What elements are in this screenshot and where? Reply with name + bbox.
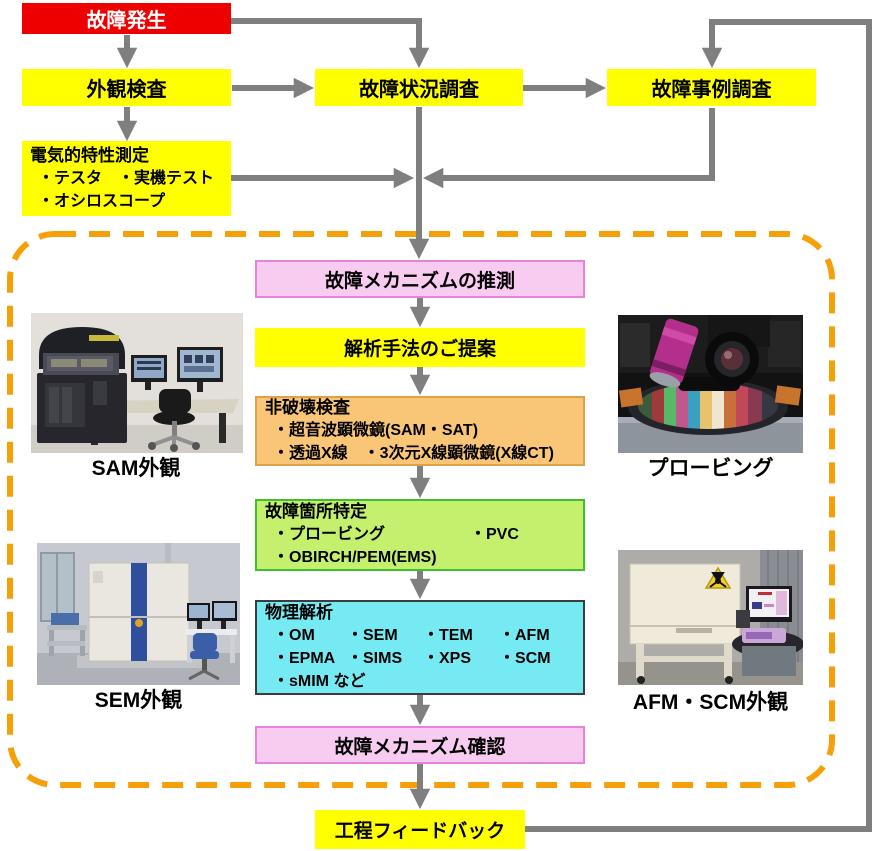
physical-title: 物理解析 xyxy=(265,603,333,623)
physical-item-om: ・OM xyxy=(273,627,315,645)
localize-item-obirch: ・OBIRCH/PEM(EMS) xyxy=(273,549,437,567)
node-failure-situation-survey: 故障状況調査 xyxy=(315,69,523,106)
sem-equipment-photo xyxy=(37,543,240,685)
electrical-title: 電気的特性測定 xyxy=(30,145,149,165)
node-mechanism-estimation: 故障メカニズムの推測 xyxy=(255,260,585,298)
physical-item-tem: ・TEM xyxy=(423,627,473,645)
node-electrical-measurement: 電気的特性測定 ・テスタ ・実機テスト ・オシロスコープ xyxy=(22,141,231,216)
arrow-cases-to-trunk xyxy=(422,108,715,189)
node-nondestructive-inspection: 非破壊検査 ・超音波顕微鏡(SAM・SAT) ・透過X線 ・3次元X線顕微鏡(X… xyxy=(255,396,585,466)
node-method-proposal: 解析手法のご提案 xyxy=(255,328,585,367)
node-failure-case-survey: 故障事例調査 xyxy=(607,69,816,106)
node-process-feedback: 工程フィードバック xyxy=(315,810,525,849)
physical-item-sem: ・SEM xyxy=(347,627,398,645)
ndt-title: 非破壊検査 xyxy=(265,398,350,418)
physical-item-xps: ・XPS xyxy=(423,650,472,668)
probing-photo-label: プロービング xyxy=(647,457,774,480)
physical-item-afm: ・AFM xyxy=(499,627,550,645)
sem-photo-label: SEM外観 xyxy=(94,689,183,712)
node-mechanism-confirmation: 故障メカニズム確認 xyxy=(255,726,585,764)
node-failure-occurrence: 故障発生 xyxy=(22,3,231,34)
physical-item-scm: ・SCM xyxy=(499,650,551,668)
localize-item-pvc: ・PVC xyxy=(470,526,519,544)
sam-equipment-photo xyxy=(31,313,243,453)
node-visual-inspection: 外観検査 xyxy=(22,69,231,106)
node-physical-analysis: 物理解析 ・OM ・SEM ・TEM ・AFM ・EPMA ・SIMS ・XPS… xyxy=(255,600,585,695)
afm-scm-photo-label: AFM・SCM外観 xyxy=(632,691,789,714)
physical-item-smim: ・sMIM など xyxy=(273,672,366,690)
localize-item-probing: ・プロービング xyxy=(273,526,386,544)
localize-title: 故障箇所特定 xyxy=(265,502,367,522)
probing-equipment-photo xyxy=(618,315,803,453)
electrical-item-oscilloscope: ・オシロスコープ xyxy=(38,192,166,210)
physical-item-epma: ・EPMA xyxy=(273,650,336,668)
sam-photo-label: SAM外観 xyxy=(91,457,181,480)
arrow-start-to-situation xyxy=(231,18,430,69)
physical-item-sims: ・SIMS xyxy=(347,650,403,668)
electrical-item-tester: ・テスタ ・実機テスト xyxy=(38,169,215,187)
ndt-item-sam-sat: ・超音波顕微鏡(SAM・SAT) xyxy=(273,422,479,440)
node-fault-localization: 故障箇所特定 ・プロービング ・PVC ・OBIRCH/PEM(EMS) xyxy=(255,499,585,571)
ndt-item-xray: ・透過X線 ・3次元X線顕微鏡(X線CT) xyxy=(273,445,554,463)
afm-scm-equipment-photo xyxy=(618,550,803,685)
arrow-feedback-to-cases xyxy=(525,19,872,832)
